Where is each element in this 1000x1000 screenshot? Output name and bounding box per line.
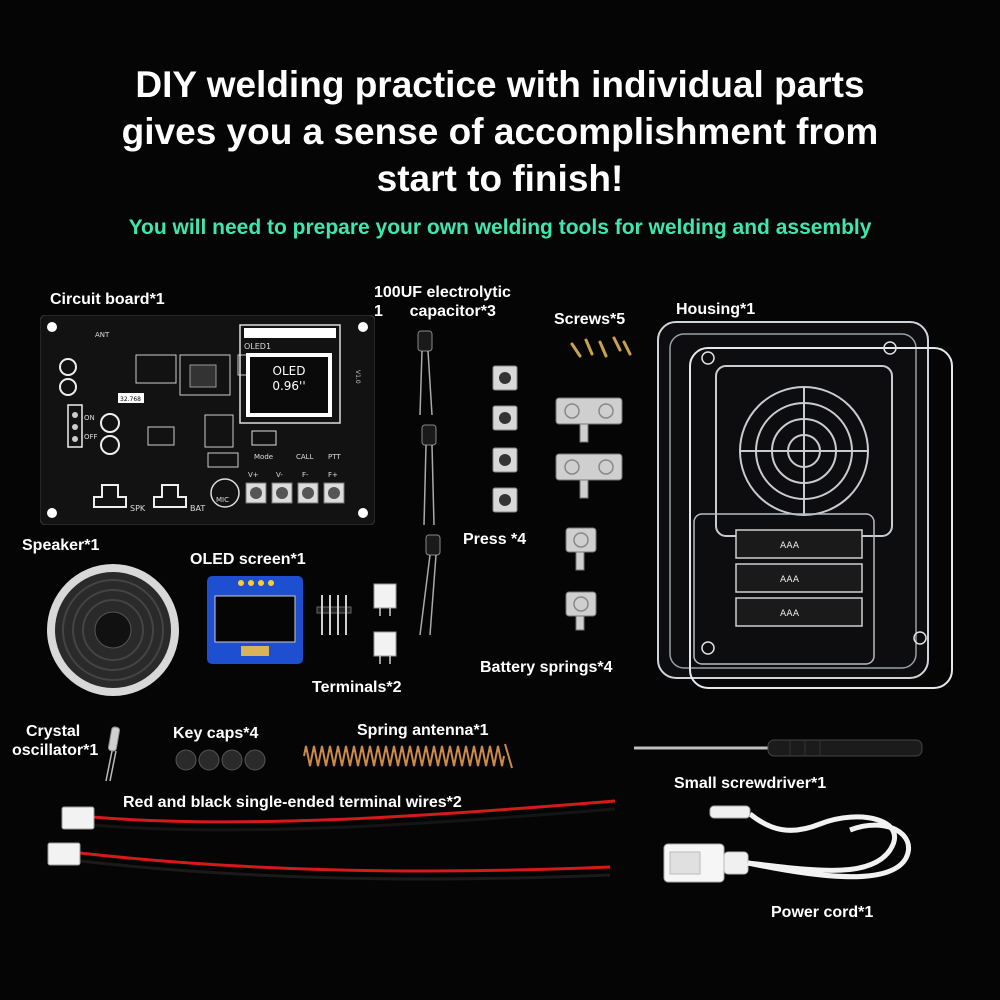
svg-text:V1.0: V1.0 bbox=[354, 370, 361, 384]
speaker-label: Speaker*1 bbox=[22, 537, 100, 554]
key-caps-image bbox=[175, 749, 266, 771]
svg-text:OFF: OFF bbox=[84, 433, 98, 441]
speaker-image bbox=[47, 564, 179, 696]
spring-antenna-label: Spring antenna*1 bbox=[357, 722, 489, 739]
circuit-board-label: Circuit board*1 bbox=[50, 291, 165, 308]
capacitor-label-line-1: 100UF electrolytic bbox=[374, 284, 511, 301]
spring-antenna-image bbox=[303, 743, 513, 769]
svg-text:AAA: AAA bbox=[780, 541, 800, 551]
oled-screen-label: OLED screen*1 bbox=[190, 551, 306, 568]
svg-text:AAA: AAA bbox=[780, 609, 800, 619]
housing-image: AAA AAA AAA bbox=[657, 321, 953, 689]
svg-text:Mode: Mode bbox=[254, 453, 273, 461]
crystal-label-line-2: oscillator*1 bbox=[12, 742, 99, 759]
svg-text:MIC: MIC bbox=[216, 496, 229, 504]
housing-label: Housing*1 bbox=[676, 301, 756, 318]
terminal-wires-label: Red and black single-ended terminal wire… bbox=[123, 794, 462, 811]
terminals-image bbox=[373, 583, 397, 664]
power-cord-image bbox=[663, 805, 911, 883]
terminals-label: Terminals*2 bbox=[312, 679, 402, 696]
svg-text:BAT: BAT bbox=[190, 504, 205, 513]
circuit-board-image: ANT ON OFF 32.768 OLED1 OLED 0.96'' V1.0… bbox=[40, 315, 375, 525]
pcb-ant-text: ANT bbox=[95, 331, 110, 339]
pin-header-image bbox=[316, 595, 352, 635]
svg-text:OLED: OLED bbox=[273, 364, 306, 378]
svg-text:SPK: SPK bbox=[130, 504, 146, 513]
svg-text:PTT: PTT bbox=[328, 453, 341, 461]
battery-springs-label: Battery springs*4 bbox=[480, 659, 613, 676]
svg-text:CALL: CALL bbox=[296, 453, 314, 461]
key-caps-label: Key caps*4 bbox=[173, 725, 259, 742]
svg-text:32.768: 32.768 bbox=[120, 396, 141, 403]
headline-line-1: DIY welding practice with individual par… bbox=[135, 64, 865, 105]
battery-springs-image bbox=[555, 397, 623, 631]
capacitors-image bbox=[417, 330, 441, 636]
crystal-oscillator-label: Crystal oscillator*1 bbox=[12, 722, 98, 760]
svg-text:F-: F- bbox=[302, 471, 309, 479]
power-cord-label: Power cord*1 bbox=[771, 904, 874, 921]
capacitor-label: 100UF electrolytic 1 capacitor*3 bbox=[374, 283, 511, 321]
terminal-wires-image bbox=[47, 799, 616, 881]
screwdriver-image bbox=[634, 739, 923, 757]
screwdriver-label: Small screwdriver*1 bbox=[674, 775, 827, 792]
headline-line-2: gives you a sense of accomplishment from bbox=[121, 111, 879, 152]
svg-text:ON: ON bbox=[84, 414, 95, 422]
screws-image bbox=[570, 336, 632, 358]
crystal-label-line-1: Crystal bbox=[26, 723, 81, 740]
press-label: Press *4 bbox=[463, 531, 527, 548]
svg-text:0.96'': 0.96'' bbox=[272, 379, 305, 393]
crystal-oscillator-image bbox=[105, 726, 121, 782]
svg-text:V+: V+ bbox=[248, 471, 259, 479]
headline-line-3: start to finish! bbox=[376, 158, 624, 199]
press-buttons-image bbox=[492, 365, 518, 513]
svg-text:OLED1: OLED1 bbox=[244, 342, 271, 351]
screws-label: Screws*5 bbox=[554, 311, 626, 328]
svg-text:F+: F+ bbox=[328, 471, 338, 479]
capacitor-label-line-2: 1 capacitor*3 bbox=[374, 303, 496, 320]
svg-text:V-: V- bbox=[276, 471, 283, 479]
svg-text:AAA: AAA bbox=[780, 575, 800, 585]
oled-screen-image bbox=[207, 576, 303, 664]
subheadline: You will need to prepare your own weldin… bbox=[128, 216, 872, 239]
